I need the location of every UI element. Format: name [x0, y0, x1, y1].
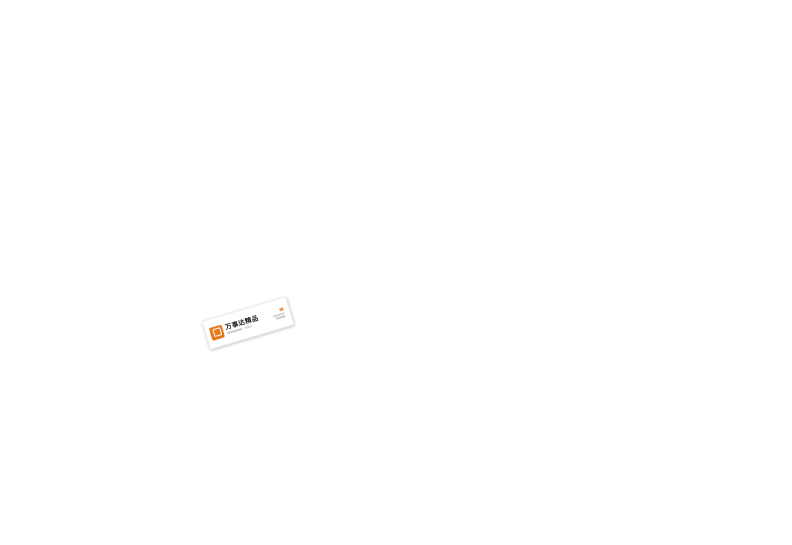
small-orange-brand-mark-icon: [279, 307, 284, 312]
card-right-section: [272, 307, 287, 320]
logo-glyph-icon: [211, 327, 222, 338]
card-title-block: 万事达精品: [224, 315, 260, 335]
card-left-section: 万事达精品: [208, 314, 261, 341]
tilted-business-card: 万事达精品: [201, 296, 295, 350]
brand-logo-icon: [208, 324, 225, 341]
subtitle-text-bar: [244, 325, 253, 330]
